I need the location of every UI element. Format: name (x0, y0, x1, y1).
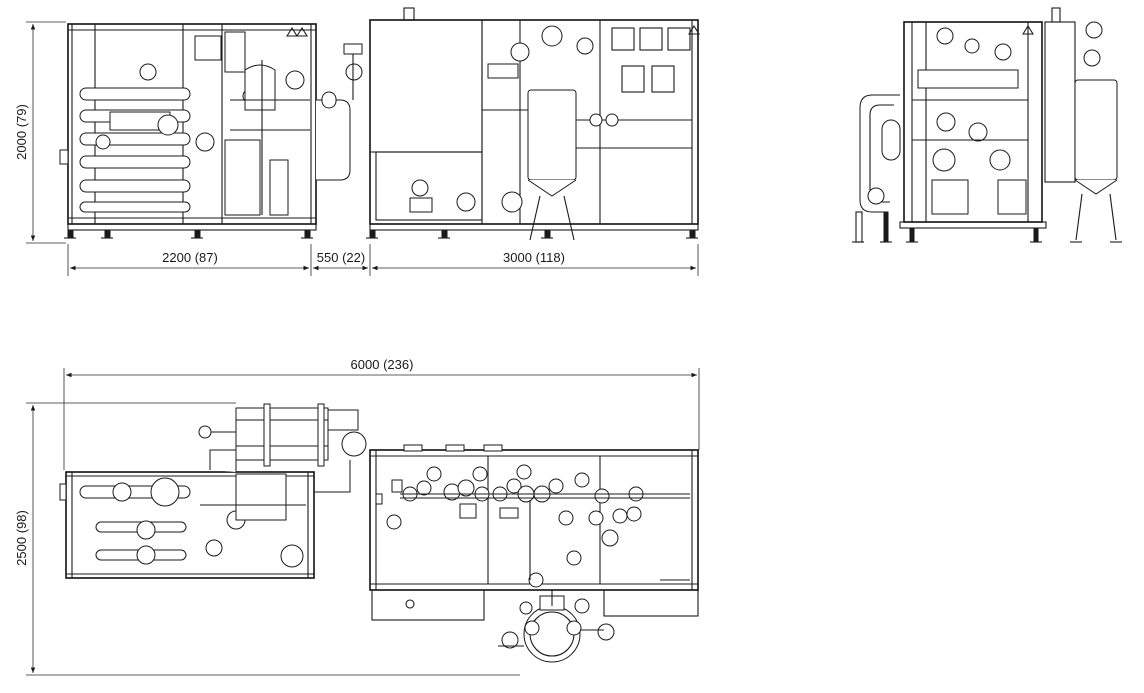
right-unit-width-label: 3000 (118) (503, 250, 565, 265)
side-elevation-view (852, 7, 1122, 243)
plan-right-unit (369, 444, 699, 621)
total-length-dimension: 6000 (236) (63, 357, 700, 470)
front-width-dimensions: 2200 (87) 550 (22) 3000 (118) (67, 244, 699, 276)
right-unit-frame (366, 7, 700, 241)
plan-heat-exchanger (198, 403, 367, 493)
connection-pipework (316, 43, 363, 181)
plan-left-unit (59, 471, 315, 579)
total-length-label: 6000 (236) (351, 357, 414, 372)
total-depth-label: 2500 (98) (14, 510, 29, 566)
left-unit-frame (59, 23, 317, 239)
plan-tank (498, 590, 615, 663)
front-elevation-view: 2000 (79) (14, 7, 700, 276)
plan-view: 6000 (236) 2500 (98) (14, 357, 700, 676)
height-dimension-front: 2000 (79) (14, 21, 66, 244)
height-dimension-label: 2000 (79) (14, 104, 29, 160)
total-depth-dimension: 2500 (98) (14, 402, 520, 676)
gap-width-label: 550 (22) (317, 250, 365, 265)
left-unit-width-label: 2200 (87) (162, 250, 218, 265)
